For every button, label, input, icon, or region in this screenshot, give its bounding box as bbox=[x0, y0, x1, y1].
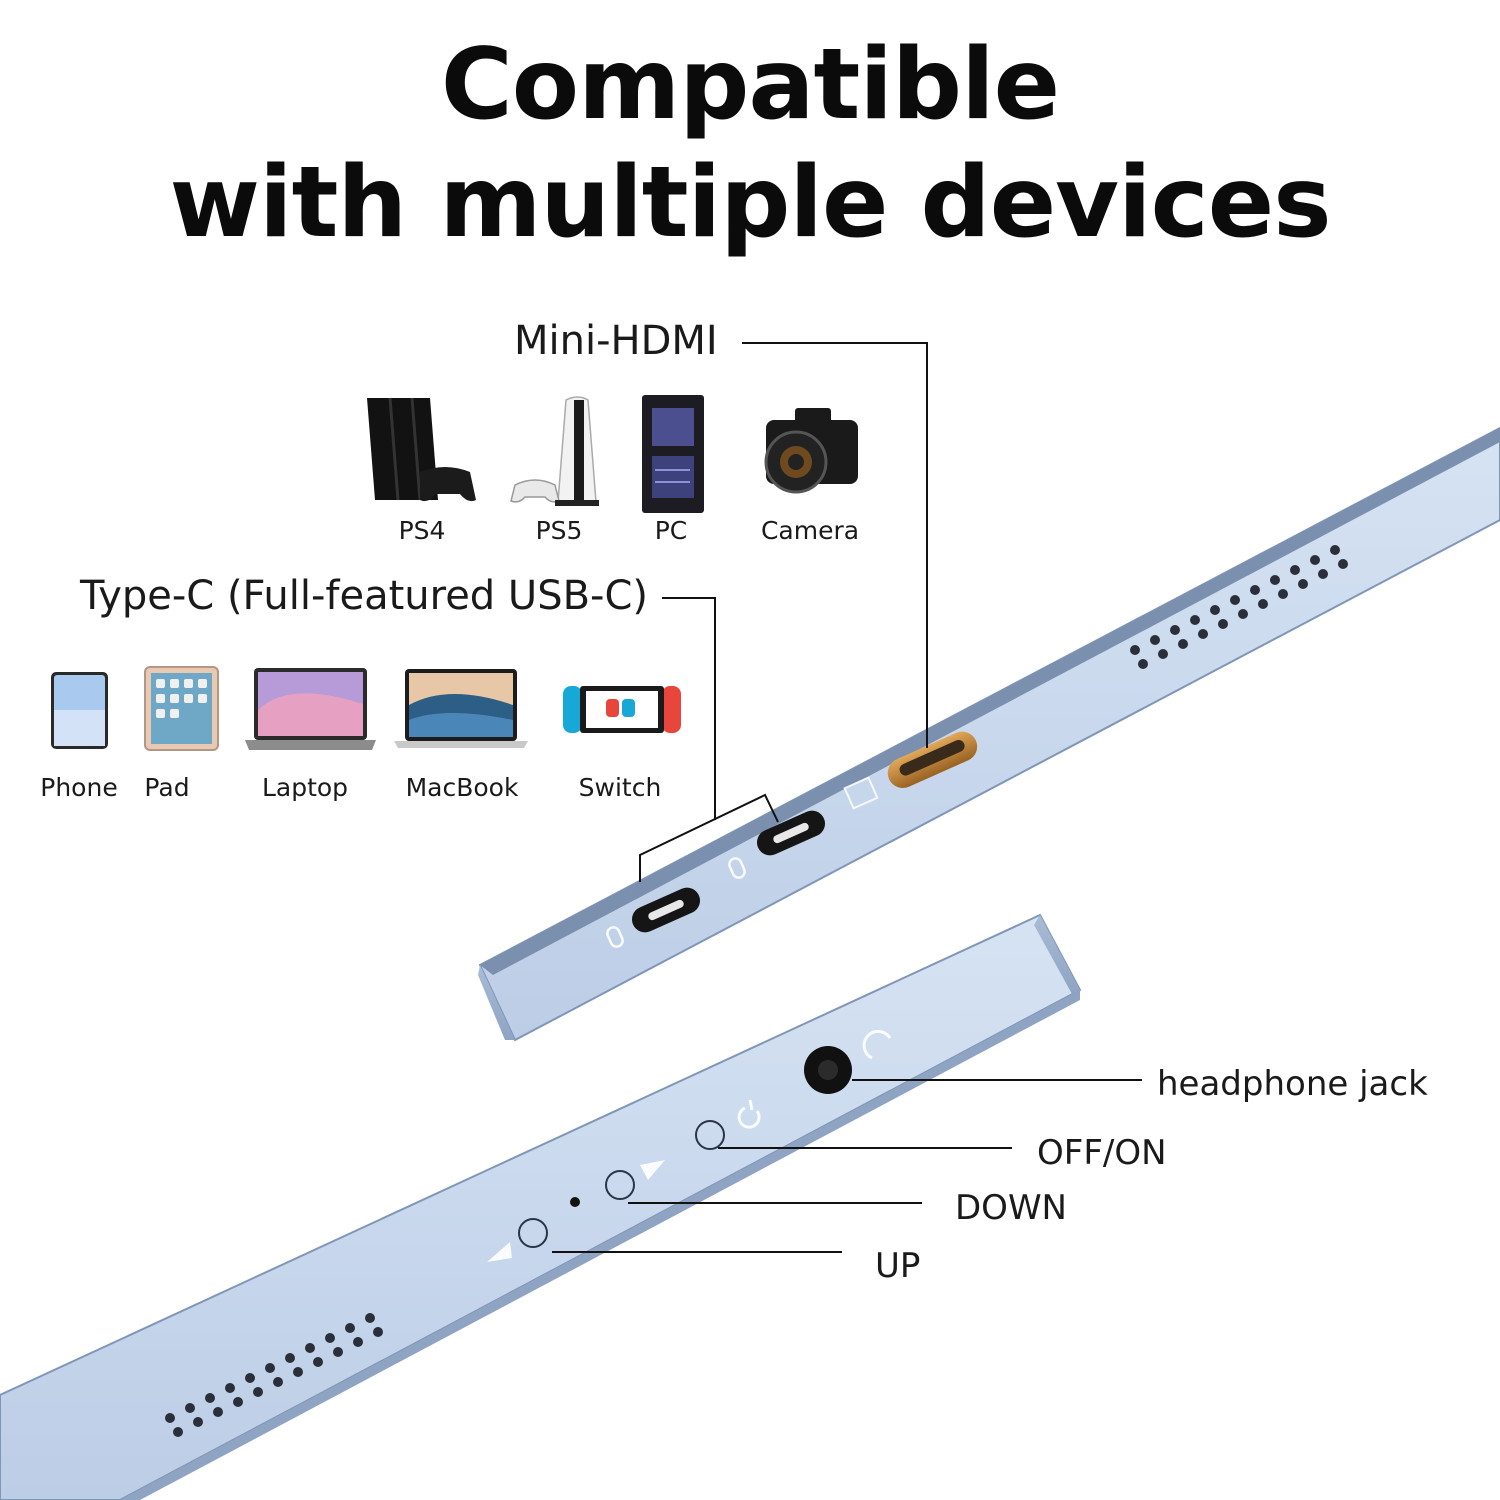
headphone-symbol-icon bbox=[862, 1029, 892, 1060]
device-label-macbook: MacBook bbox=[405, 773, 519, 802]
device-label-ps4: PS4 bbox=[398, 516, 446, 545]
type-c-label: Type-C (Full-featured USB-C) bbox=[80, 573, 648, 619]
nintendo-switch-icon bbox=[563, 686, 681, 733]
indicator-light bbox=[570, 1197, 580, 1207]
lower-speaker-grille bbox=[165, 1313, 383, 1437]
upper-speaker-grille bbox=[1130, 545, 1348, 669]
phone-icon bbox=[51, 672, 108, 749]
down-label: DOWN bbox=[955, 1188, 1067, 1228]
up-arrow-icon bbox=[487, 1242, 512, 1262]
device-label-laptop: Laptop bbox=[261, 773, 349, 802]
macbook-icon bbox=[394, 669, 528, 748]
camera-icon bbox=[764, 408, 858, 494]
device-label-pc: PC bbox=[654, 516, 688, 545]
device-label-pad: Pad bbox=[144, 773, 190, 802]
upper-device-edge bbox=[478, 426, 1500, 1042]
pc-tower-icon bbox=[642, 395, 704, 513]
down-button bbox=[605, 1170, 635, 1200]
hdmi-leader-line bbox=[742, 342, 928, 748]
tablet-icon bbox=[144, 666, 219, 751]
ps5-console-icon bbox=[510, 396, 599, 506]
headline-line-1: Compatible bbox=[440, 28, 1060, 142]
ps4-console-icon bbox=[367, 397, 476, 502]
headphone-jack-label: headphone jack bbox=[1157, 1064, 1428, 1104]
leader-lines bbox=[552, 342, 1142, 1253]
typec-bracket bbox=[639, 793, 779, 882]
mini-hdmi-port bbox=[887, 731, 978, 789]
control-buttons bbox=[518, 1120, 725, 1248]
usbc-symbol-icon bbox=[606, 857, 746, 948]
usbc-port-right bbox=[756, 810, 826, 856]
device-label-camera: Camera bbox=[760, 516, 860, 545]
device-label-ps5: PS5 bbox=[535, 516, 583, 545]
power-symbol-icon bbox=[737, 1099, 761, 1129]
hdmi-symbol-icon bbox=[843, 776, 879, 810]
up-label: UP bbox=[875, 1246, 921, 1286]
down-arrow-icon bbox=[640, 1160, 665, 1180]
power-label: OFF/ON bbox=[1037, 1133, 1167, 1173]
mini-hdmi-label: Mini-HDMI bbox=[514, 318, 718, 364]
usbc-port-left bbox=[631, 887, 701, 933]
typec-leader-line bbox=[662, 597, 716, 820]
laptop-icon bbox=[245, 668, 376, 750]
power-button bbox=[695, 1120, 725, 1150]
device-label-phone: Phone bbox=[40, 773, 118, 802]
device-label-switch: Switch bbox=[578, 773, 662, 802]
up-button bbox=[518, 1218, 548, 1248]
headphone-jack-port bbox=[804, 1046, 852, 1094]
headline-line-2: with multiple devices bbox=[169, 146, 1331, 260]
